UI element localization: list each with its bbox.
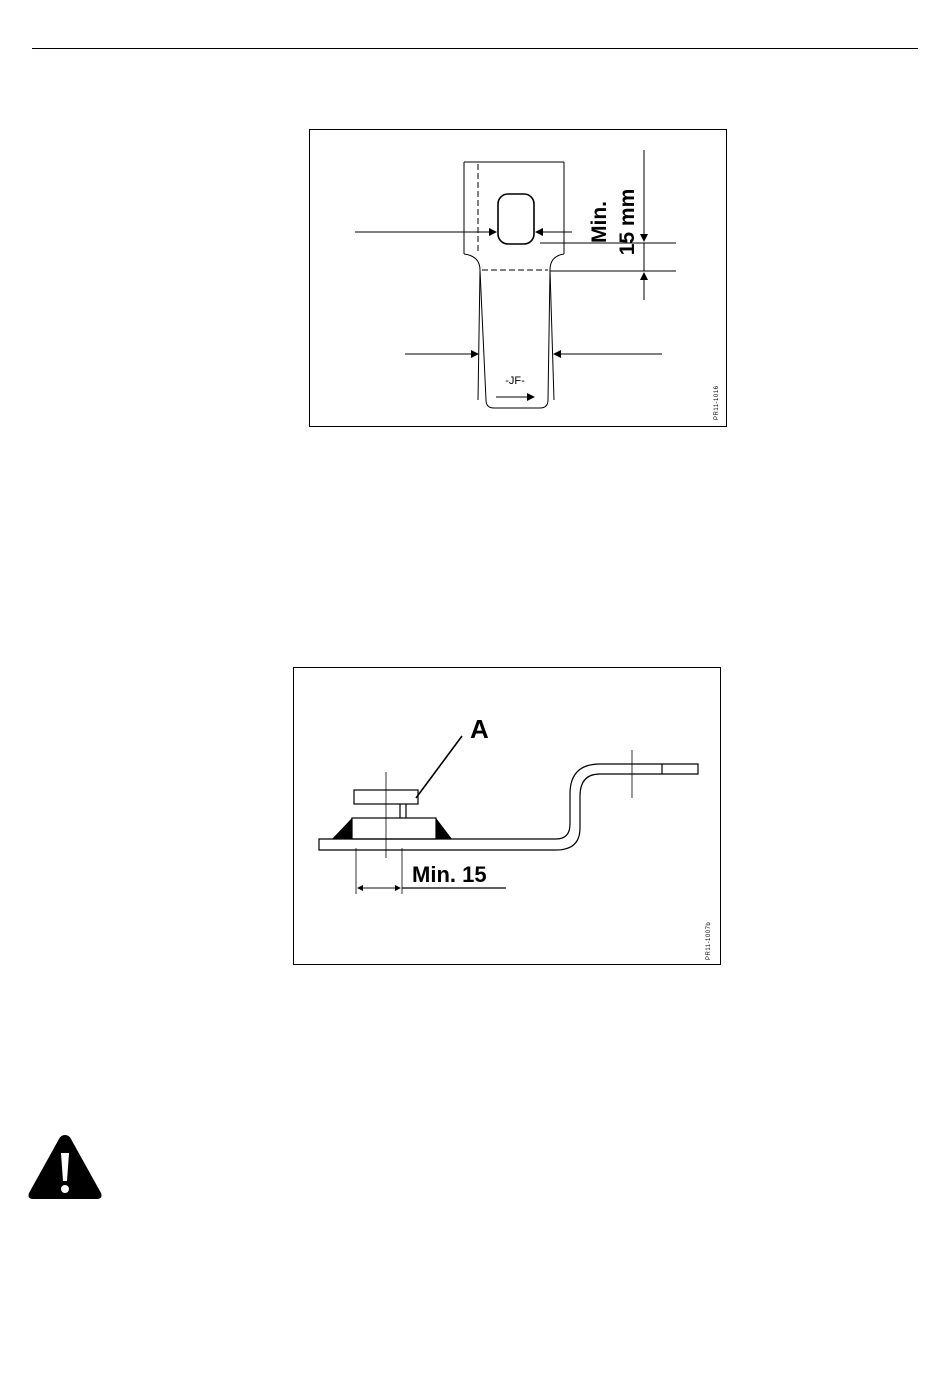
blade-engraving: -JF- [505,375,525,387]
part-label-a: A [470,714,489,744]
dimension-label-line2: 15 mm [616,189,639,256]
figure-blade-wear-limit: Min. 15 mm -JF- PR11-1016 [309,129,727,427]
blade-drawing: Min. 15 mm -JF- [310,130,726,426]
bracket-drawing: A Min. 15 [294,668,720,964]
header-rule [32,48,918,49]
warning-triangle-icon [27,1133,103,1201]
dimension-label: Min. 15 [412,862,487,887]
dimension-label-line1: Min. [588,201,611,243]
figure-code: PR11-1007b [706,922,712,960]
figure-code: PR11-1016 [714,386,720,420]
figure-bracket-minimum-distance: A Min. 15 PR11-1007b [293,667,721,965]
